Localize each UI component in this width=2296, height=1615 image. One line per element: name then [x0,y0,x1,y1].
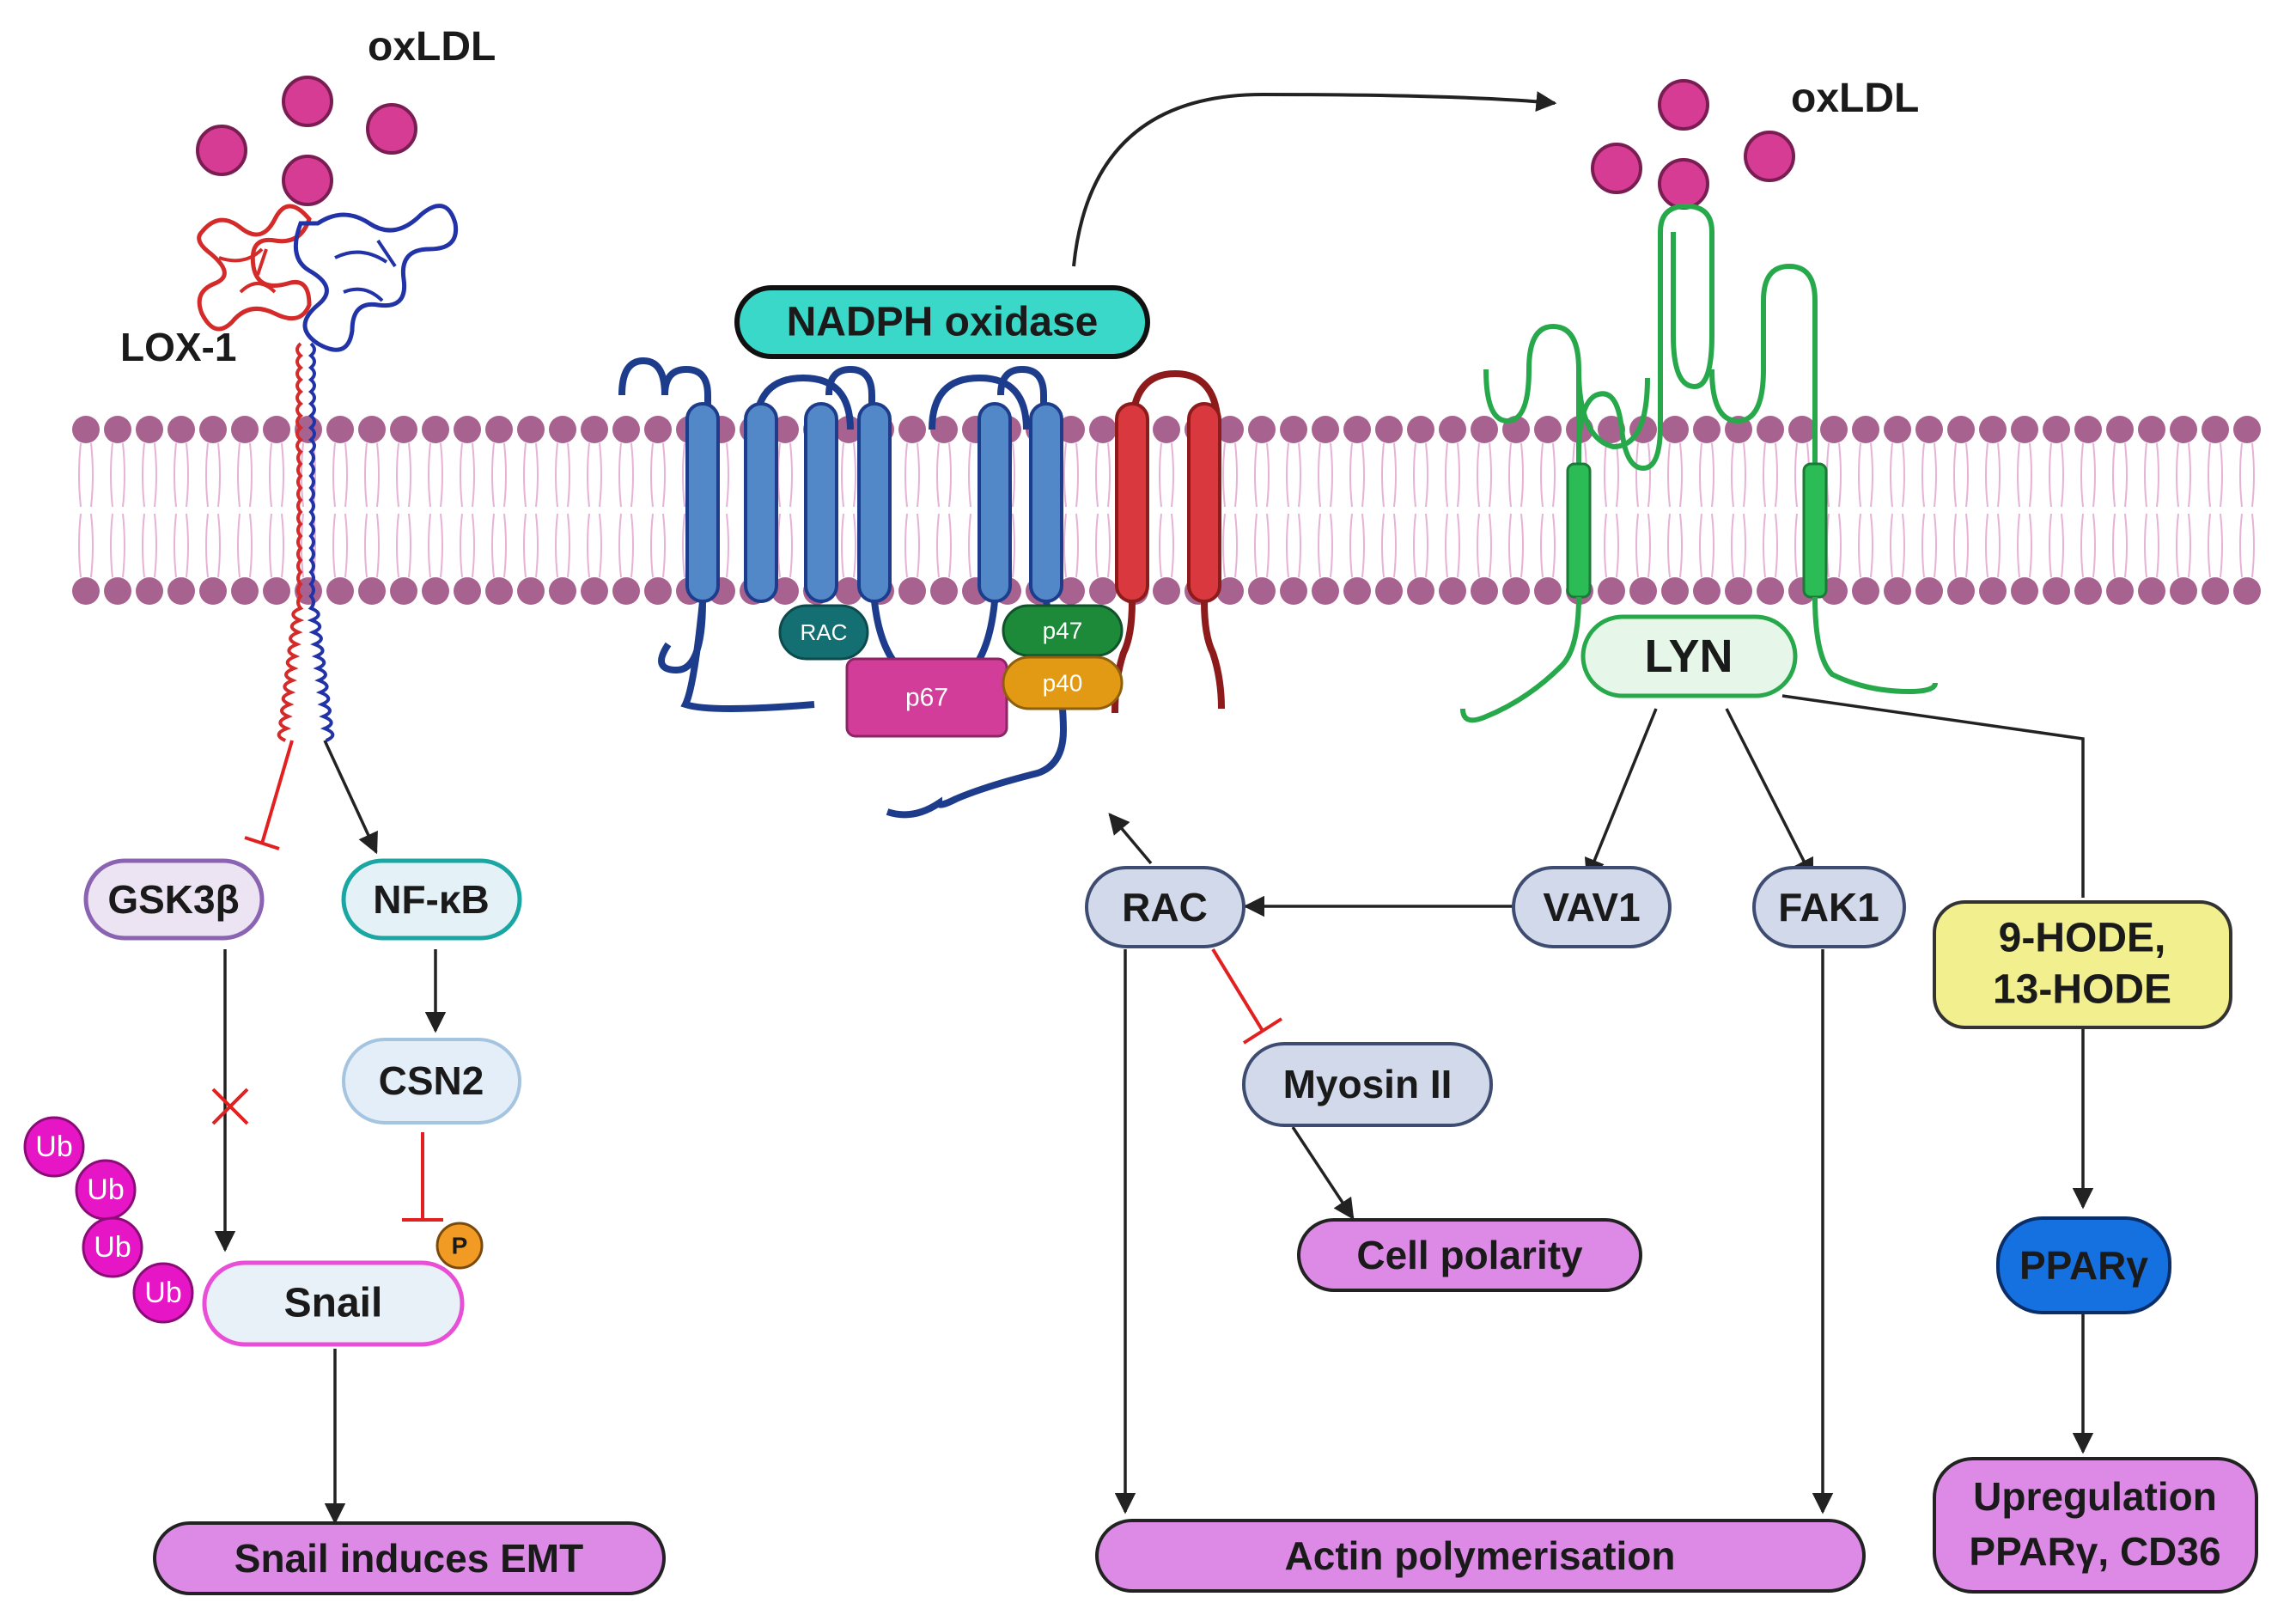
svg-text:PPARγ: PPARγ [2019,1243,2148,1288]
csn2-node: CSN2 [342,1038,521,1124]
svg-text:Ub: Ub [35,1130,72,1163]
lox1-label: LOX-1 [120,325,236,369]
svg-text:CSN2: CSN2 [379,1058,484,1103]
svg-text:NADPH oxidase: NADPH oxidase [787,300,1099,345]
svg-text:Snail induces EMT: Snail induces EMT [234,1536,583,1581]
upregulation-outcome: Upregulation PPARγ, CD36 [1933,1457,2258,1594]
svg-text:Ub: Ub [144,1277,181,1309]
ppar-node: PPARγ [1996,1216,2171,1314]
svg-text:p47: p47 [1043,618,1083,644]
ub-icon: Ub [75,1159,137,1221]
nfkb-node: NF-κB [341,858,522,941]
rac-subunit: RAC [778,604,869,661]
actin-outcome: Actin polymerisation [1095,1519,1866,1593]
svg-text:RAC: RAC [801,619,848,645]
svg-text:p40: p40 [1043,670,1083,697]
p47-subunit: p47 [1002,604,1124,657]
svg-text:P: P [452,1233,468,1259]
svg-text:Cell polarity: Cell polarity [1356,1233,1583,1277]
fak1-node: FAK1 [1752,866,1906,948]
lyn-node: LYN [1580,614,1798,698]
svg-text:13-HODE: 13-HODE [1993,967,2171,1013]
snail-node: Snail [202,1260,465,1347]
svg-text:NF-κB: NF-κB [373,877,490,922]
vav1-node: VAV1 [1512,866,1672,948]
cell-polarity-node: Cell polarity [1297,1218,1642,1292]
pathway-edges [211,91,2094,1525]
svg-text:Actin polymerisation: Actin polymerisation [1285,1533,1676,1578]
nadph-oxidase-complex: RAC p47 p67 p40 [618,357,1225,819]
svg-text:Ub: Ub [94,1231,131,1264]
gsk3b-node: GSK3β [83,858,265,941]
svg-text:GSK3β: GSK3β [107,877,239,922]
svg-text:LYN: LYN [1644,631,1733,682]
oxldl-right-label: oxLDL [1791,76,1919,121]
ub-icon: Ub [132,1262,194,1324]
ubiquitin-chain: Ub Ub Ub Ub [23,1116,194,1324]
svg-text:p67: p67 [905,684,948,712]
svg-text:9-HODE,: 9-HODE, [1999,916,2166,961]
emt-outcome: Snail induces EMT [153,1521,666,1595]
oxldl-left-cluster [196,76,417,206]
oxldl-right-cluster [1591,79,1795,210]
lyn-receptor [1460,203,1938,723]
svg-text:Upregulation: Upregulation [1973,1474,2217,1519]
myosin-node: Myosin II [1242,1042,1493,1127]
oxldl-left-label: oxLDL [368,24,496,70]
hode-node: 9-HODE, 13-HODE [1933,900,2232,1029]
phospho-icon: P [435,1222,484,1270]
nadph-oxidase-label: NADPH oxidase [734,285,1150,359]
svg-text:FAK1: FAK1 [1778,885,1879,929]
svg-text:Ub: Ub [87,1173,124,1206]
rac-node: RAC [1085,866,1245,948]
svg-text:Snail: Snail [284,1281,383,1326]
ub-icon: Ub [82,1216,143,1278]
p40-subunit: p40 [1002,655,1124,710]
svg-text:VAV1: VAV1 [1543,885,1640,929]
ub-icon: Ub [23,1116,85,1178]
svg-text:RAC: RAC [1122,885,1208,929]
p67-subunit: p67 [845,657,1008,738]
cell-membrane [72,416,2261,605]
lox1-receptor [197,204,459,742]
svg-text:Myosin II: Myosin II [1283,1062,1453,1106]
svg-text:PPARγ, CD36: PPARγ, CD36 [1969,1529,2220,1574]
